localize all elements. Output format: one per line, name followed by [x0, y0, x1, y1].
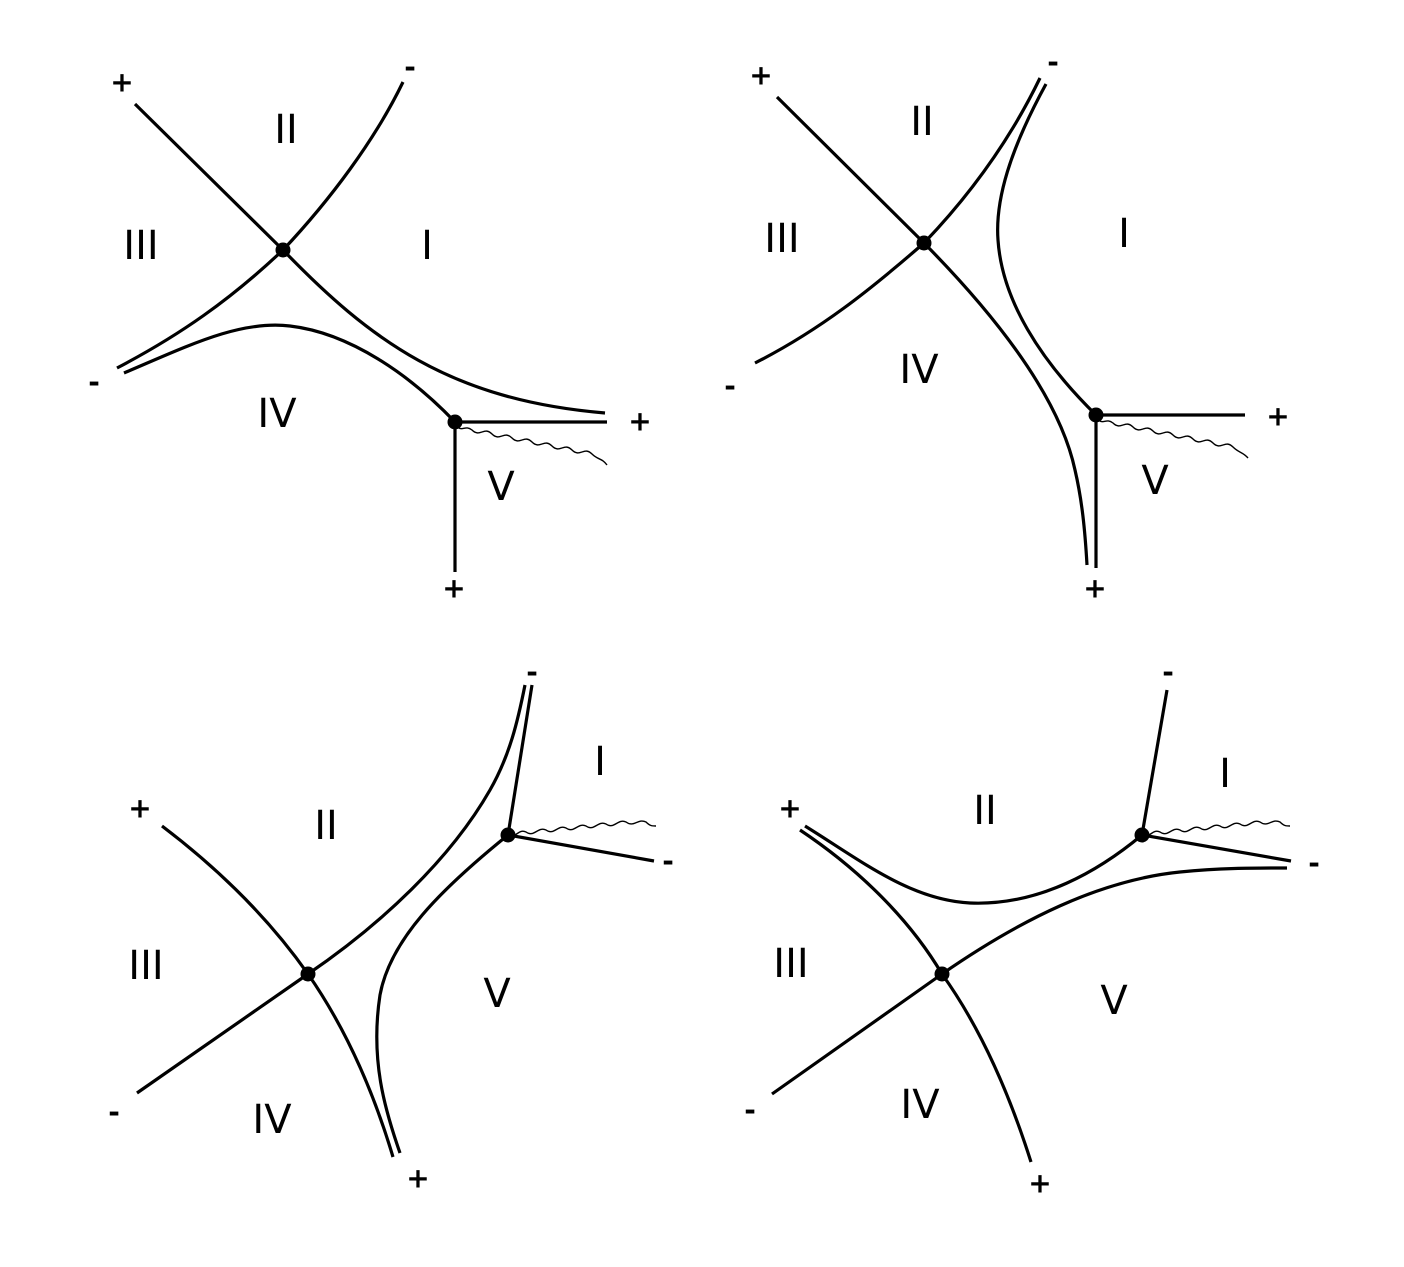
sign-label-right: + — [628, 405, 651, 438]
region-label-V: V — [483, 971, 511, 1017]
branch-cut — [1095, 416, 1249, 459]
region-label-IV: IV — [900, 1082, 940, 1128]
curve-to-right — [281, 248, 606, 415]
sign-label-top-left: + — [778, 792, 801, 825]
sign-label-left: - — [744, 1094, 756, 1127]
sign-label-left: - — [724, 370, 736, 403]
curve-to-left — [771, 972, 943, 1096]
curve-to-bottom — [306, 973, 395, 1158]
sign-label-left: - — [88, 366, 100, 399]
region-label-I: I — [1118, 211, 1130, 257]
region-label-IV: IV — [899, 347, 939, 393]
branch-cut — [507, 820, 657, 837]
panel-bottom-left: I II III IV V + - - + - — [108, 656, 674, 1195]
sign-label-right: - — [1308, 847, 1320, 880]
panel-top-right: I II III IV V + - - + + — [724, 46, 1290, 605]
region-label-IV: IV — [257, 391, 297, 437]
sign-label-top-left: + — [128, 792, 151, 825]
sign-label-right: - — [662, 845, 674, 878]
region-label-I: I — [1219, 751, 1231, 797]
saddle-point — [934, 966, 950, 982]
curve-to-top — [922, 77, 1042, 245]
region-label-IV: IV — [252, 1097, 292, 1143]
saddle-point — [275, 242, 291, 258]
sign-label-left: - — [108, 1096, 120, 1129]
curve-bump — [123, 323, 457, 424]
sign-label-top: - — [526, 656, 538, 689]
region-label-II: II — [973, 788, 997, 834]
curve-bump — [804, 824, 1144, 905]
branch-point — [1088, 407, 1104, 423]
line-diagonal — [133, 102, 285, 252]
branch-point — [447, 414, 463, 430]
region-label-I: I — [421, 223, 433, 269]
region-label-I: I — [594, 739, 606, 785]
region-label-III: III — [773, 941, 808, 987]
sign-label-bottom: + — [442, 572, 465, 605]
sign-label-right: + — [1266, 400, 1289, 433]
branch-point — [500, 827, 516, 843]
curve-to-top — [307, 684, 527, 976]
curve-hyperbola — [375, 833, 510, 1154]
region-label-V: V — [1141, 458, 1169, 504]
region-label-III: III — [128, 943, 163, 989]
sign-label-bottom: + — [1028, 1167, 1051, 1200]
sign-label-top: - — [404, 51, 416, 84]
panel-bottom-right: I II III IV V + - - + - — [744, 656, 1320, 1200]
line-to-top — [1140, 689, 1169, 836]
line-diagonal — [775, 95, 926, 245]
region-label-II: II — [314, 803, 338, 849]
curve-to-left — [116, 248, 285, 370]
region-label-V: V — [487, 464, 515, 510]
sign-label-top-left: + — [110, 66, 133, 99]
region-label-V: V — [1100, 978, 1128, 1024]
region-label-II: II — [910, 99, 934, 145]
saddle-point — [300, 966, 316, 982]
curve-to-top — [281, 81, 405, 252]
sign-label-top: - — [1047, 46, 1059, 79]
curve-upper-left — [799, 828, 944, 975]
curve-to-right — [941, 866, 1288, 976]
curve-upper-left — [161, 824, 310, 975]
panel-top-left: I II III IV V + - - + + — [88, 51, 652, 605]
curve-to-left — [136, 972, 309, 1095]
sign-label-top: - — [1162, 656, 1174, 689]
region-label-II: II — [274, 107, 298, 153]
sign-label-bottom: + — [406, 1162, 429, 1195]
saddle-point — [916, 235, 932, 251]
line-to-top — [506, 684, 534, 836]
branch-cut — [1141, 820, 1291, 837]
branch-point — [1134, 827, 1150, 843]
curve-hyperbola — [996, 83, 1098, 417]
region-label-III: III — [764, 216, 799, 262]
region-label-III: III — [123, 223, 158, 269]
sign-label-bottom: + — [1083, 572, 1106, 605]
sign-label-top-left: + — [749, 59, 772, 92]
branch-cut — [454, 423, 608, 466]
line-to-right — [507, 833, 655, 863]
line-to-right — [1141, 833, 1292, 863]
curve-to-bottom — [922, 241, 1089, 566]
curve-to-left — [754, 241, 926, 365]
curve-to-bottom — [940, 973, 1033, 1163]
